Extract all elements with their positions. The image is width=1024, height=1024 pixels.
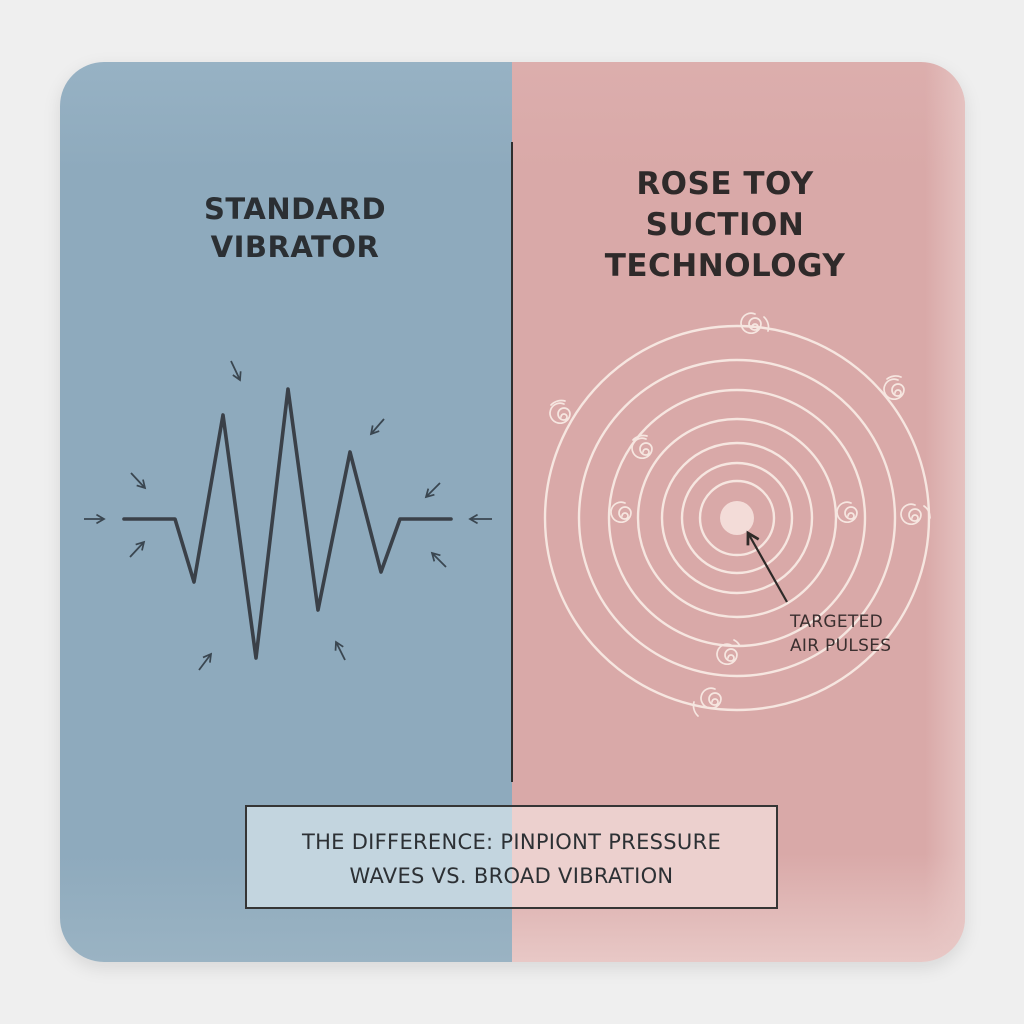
callout-line1: TARGETED xyxy=(790,612,884,632)
callout-line2: AIR PULSES xyxy=(790,636,892,656)
inward-force-arrows-icon xyxy=(84,360,492,671)
center-divider xyxy=(511,142,513,782)
targeted-air-pulses-label: TARGETED AIR PULSES xyxy=(790,610,891,658)
vibration-waveform-icon xyxy=(122,387,453,660)
summary-line1: THE DIFFERENCE: PINPIONT PRESSURE xyxy=(301,830,722,854)
right-title-line1: ROSE TOY xyxy=(636,166,814,202)
right-title-line3: TECHNOLOGY xyxy=(604,248,846,284)
left-panel-title: STANDARD VIBRATOR xyxy=(145,190,445,266)
concentric-pressure-rings-icon xyxy=(543,324,931,712)
summary-line2: WAVES VS. BROAD VIBRATION xyxy=(349,864,674,888)
right-title-line2: SUCTION xyxy=(645,207,805,243)
left-title-line2: VIBRATOR xyxy=(210,230,380,264)
summary-box-right-tint xyxy=(512,807,776,907)
summary-text: THE DIFFERENCE: PINPIONT PRESSURE WAVES … xyxy=(247,825,776,893)
callout-arrow-icon xyxy=(746,530,788,603)
left-title-line1: STANDARD xyxy=(203,192,387,226)
right-panel-title: ROSE TOY SUCTION TECHNOLOGY xyxy=(570,164,880,287)
summary-box: THE DIFFERENCE: PINPIONT PRESSURE WAVES … xyxy=(245,805,778,909)
summary-box-left-tint xyxy=(247,807,512,907)
target-center-dot xyxy=(720,501,754,535)
air-swirl-icons xyxy=(549,312,931,717)
